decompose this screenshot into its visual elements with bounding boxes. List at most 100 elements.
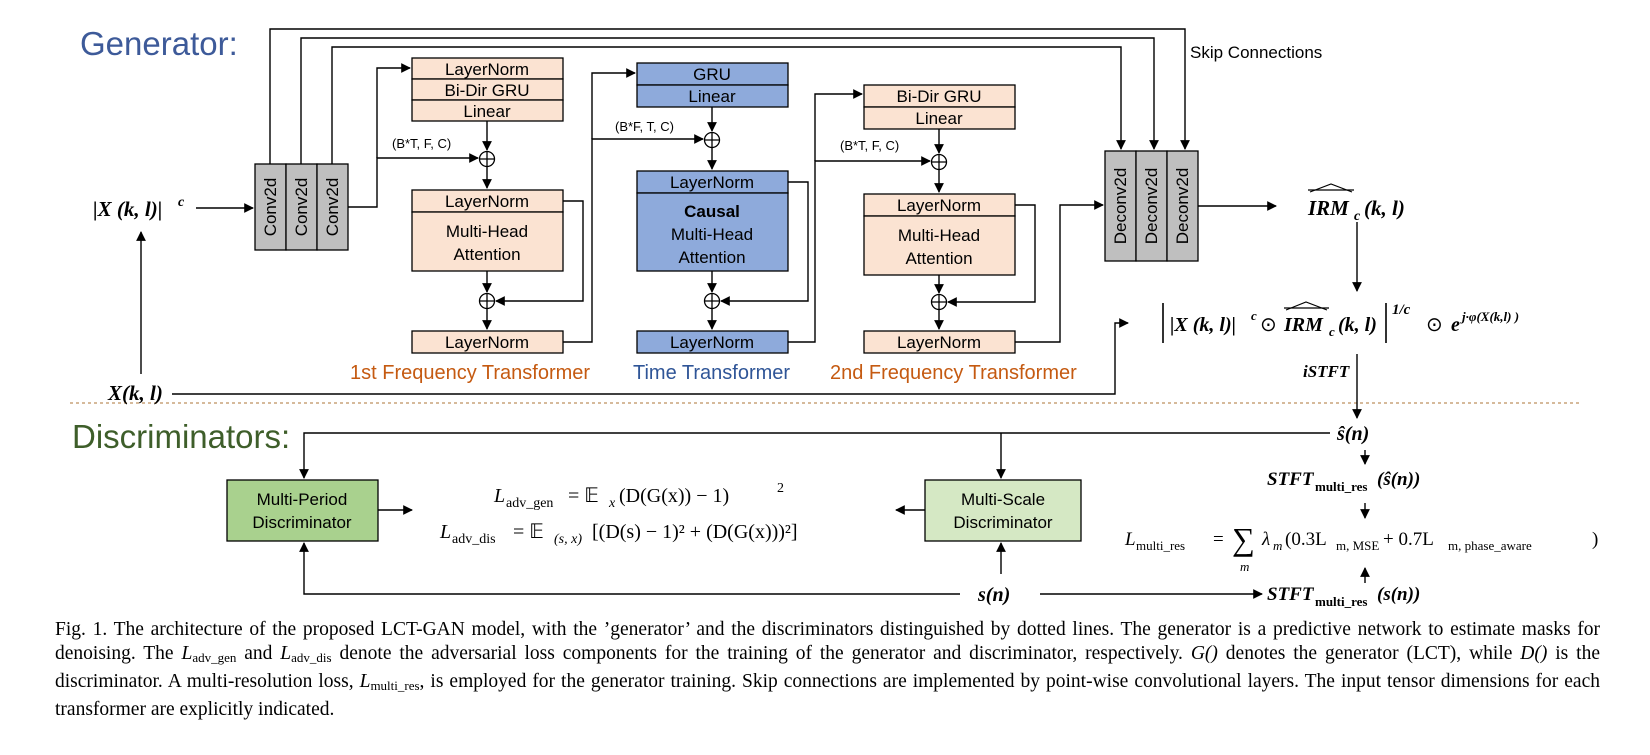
deconv-stack: Deconv2d Deconv2d Deconv2d — [1104, 150, 1199, 262]
discriminator-arrows — [299, 432, 1370, 599]
caption-ldis-sub: adv_dis — [291, 650, 332, 665]
svg-text:m, phase_aware: m, phase_aware — [1448, 538, 1532, 553]
freq1-mha — [411, 211, 564, 272]
freq2-mha — [863, 215, 1016, 276]
freq1-bigru-label: Bi-Dir GRU — [445, 81, 530, 100]
svg-text:j·φ(X(k,l) ): j·φ(X(k,l) ) — [1460, 309, 1519, 324]
deconv-block-3 — [1166, 150, 1199, 262]
loss-multi-res: L multi_res = ∑ m λ m (0.3L m, MSE + 0.7… — [1124, 521, 1598, 574]
s-label: s(n) — [977, 584, 1010, 606]
freq2-out-layernorm-label: LayerNorm — [897, 333, 981, 352]
freq1-mha-line1: Multi-Head — [446, 222, 528, 241]
freq1-layernorm-top-label: LayerNorm — [445, 60, 529, 79]
svg-text:multi_res: multi_res — [1315, 479, 1367, 494]
caption-part2: denote the adversarial loss components f… — [331, 643, 1191, 664]
svg-text:L: L — [1124, 529, 1136, 550]
time-label: Time Transformer — [633, 362, 790, 384]
svg-text:(k, l): (k, l) — [1364, 196, 1405, 220]
freq2-mha-line1: Multi-Head — [898, 226, 980, 245]
svg-text:m: m — [1240, 559, 1249, 574]
svg-text:m, MSE: m, MSE — [1336, 538, 1379, 553]
svg-text:m: m — [1273, 538, 1282, 553]
svg-text:multi_res: multi_res — [1315, 594, 1367, 609]
time-transformer: GRU Linear LayerNorm Causal Multi-Head A… — [615, 62, 790, 384]
caption-lgen: L — [181, 643, 193, 664]
stft-label: STFT multi_res (s(n)) — [1267, 584, 1420, 609]
svg-text:(k, l): (k, l) — [1338, 314, 1377, 336]
svg-text:adv_dis: adv_dis — [452, 532, 496, 547]
conv-block-1 — [254, 163, 287, 251]
mpd-line1: Multi-Period — [257, 490, 348, 509]
reconstruction-formula: |X (k, l)| c ⊙ IRM c (k, l) 1/c ⊙ e j·φ(… — [1162, 301, 1519, 343]
time-mha-causal: Causal — [684, 202, 740, 221]
svg-text:(s, x): (s, x) — [554, 532, 582, 547]
svg-text:c: c — [1251, 308, 1257, 323]
caption-lmulti: L — [359, 671, 371, 692]
freq2-dims: (B*T, F, C) — [840, 138, 899, 153]
freq1-dims: (B*T, F, C) — [392, 136, 451, 151]
svg-text:IRM: IRM — [1283, 314, 1324, 336]
svg-text:λ: λ — [1261, 529, 1270, 550]
generator-title: Generator: — [80, 25, 238, 62]
freq2-linear-label: Linear — [915, 109, 963, 128]
conv-label-2: Conv2d — [292, 178, 311, 237]
conv-label-3: Conv2d — [323, 178, 342, 237]
svg-text:IRM: IRM — [1307, 196, 1350, 220]
time-gru-label: GRU — [693, 65, 731, 84]
deconv-label-1: Deconv2d — [1111, 168, 1130, 245]
mpd-block: Multi-Period Discriminator — [226, 479, 379, 542]
istft-label: iSTFT — [1303, 362, 1350, 381]
freq1-linear-label: Linear — [463, 102, 511, 121]
svg-text:STFT: STFT — [1267, 584, 1315, 605]
freq2-label: 2nd Frequency Transformer — [830, 362, 1077, 384]
svg-text:∑: ∑ — [1232, 521, 1255, 557]
irm-output-label: IRM c (k, l) — [1307, 183, 1405, 224]
svg-text:=: = — [1213, 529, 1224, 550]
freq2-mha-line2: Attention — [905, 249, 972, 268]
mpd-line2: Discriminator — [252, 513, 352, 532]
time-mha-line2: Attention — [678, 248, 745, 267]
freq2-transformer: Bi-Dir GRU Linear LayerNorm Multi-Head A… — [830, 84, 1077, 384]
svg-text:2: 2 — [777, 481, 784, 496]
conv-stack: Conv2d Conv2d Conv2d — [254, 163, 349, 251]
caption-g: G() — [1190, 643, 1218, 664]
conv-label-1: Conv2d — [261, 178, 280, 237]
caption-and: and — [236, 643, 281, 664]
caption-d: D() — [1520, 643, 1548, 664]
time-dims: (B*F, T, C) — [615, 119, 674, 134]
deconv-block-2 — [1135, 150, 1168, 262]
svg-text:[(D(s) − 1)² + (D(G(x)))²]: [(D(s) − 1)² + (D(G(x)))²] — [592, 521, 798, 543]
s-hat-label: ŝ(n) — [1336, 423, 1369, 445]
svg-text:= 𝔼: = 𝔼 — [568, 485, 599, 507]
svg-text:(0.3L: (0.3L — [1285, 529, 1327, 550]
svg-text:): ) — [1592, 529, 1598, 550]
svg-text:L: L — [493, 485, 505, 507]
architecture-diagram: Generator: Discriminators: Skip Connecti… — [70, 25, 1598, 609]
freq1-label: 1st Frequency Transformer — [350, 362, 590, 384]
svg-text:|X (k, l)|: |X (k, l)| — [1170, 314, 1236, 336]
freq1-mha-layernorm-label: LayerNorm — [445, 192, 529, 211]
svg-text:c: c — [1354, 209, 1361, 224]
time-mha — [636, 192, 789, 272]
time-mha-line1: Multi-Head — [671, 225, 753, 244]
generator-arrows — [136, 28, 1362, 419]
input-magnitude-label: |X (k, l)| c — [93, 195, 185, 221]
freq1-out-layernorm-label: LayerNorm — [445, 333, 529, 352]
input-complex-label: X(k, l) — [107, 381, 163, 405]
freq1-mha-line2: Attention — [453, 245, 520, 264]
freq2-bigru-label: Bi-Dir GRU — [897, 87, 982, 106]
time-linear-label: Linear — [688, 87, 736, 106]
caption-part1: Fig. 1. The architecture of the proposed… — [55, 619, 1600, 664]
figure-caption: Fig. 1. The architecture of the proposed… — [55, 618, 1600, 722]
svg-text:L: L — [439, 521, 451, 543]
svg-text:|X (k, l)|: |X (k, l)| — [93, 197, 162, 221]
caption-ldis: L — [280, 643, 292, 664]
svg-text:(D(G(x)) − 1): (D(G(x)) − 1) — [619, 485, 729, 507]
msd-line1: Multi-Scale — [961, 490, 1045, 509]
svg-text:= 𝔼: = 𝔼 — [513, 521, 544, 543]
time-mha-layernorm-label: LayerNorm — [670, 173, 754, 192]
svg-text:STFT: STFT — [1267, 469, 1315, 490]
svg-text:x: x — [608, 496, 616, 511]
deconv-label-2: Deconv2d — [1142, 168, 1161, 245]
deconv-label-3: Deconv2d — [1173, 168, 1192, 245]
